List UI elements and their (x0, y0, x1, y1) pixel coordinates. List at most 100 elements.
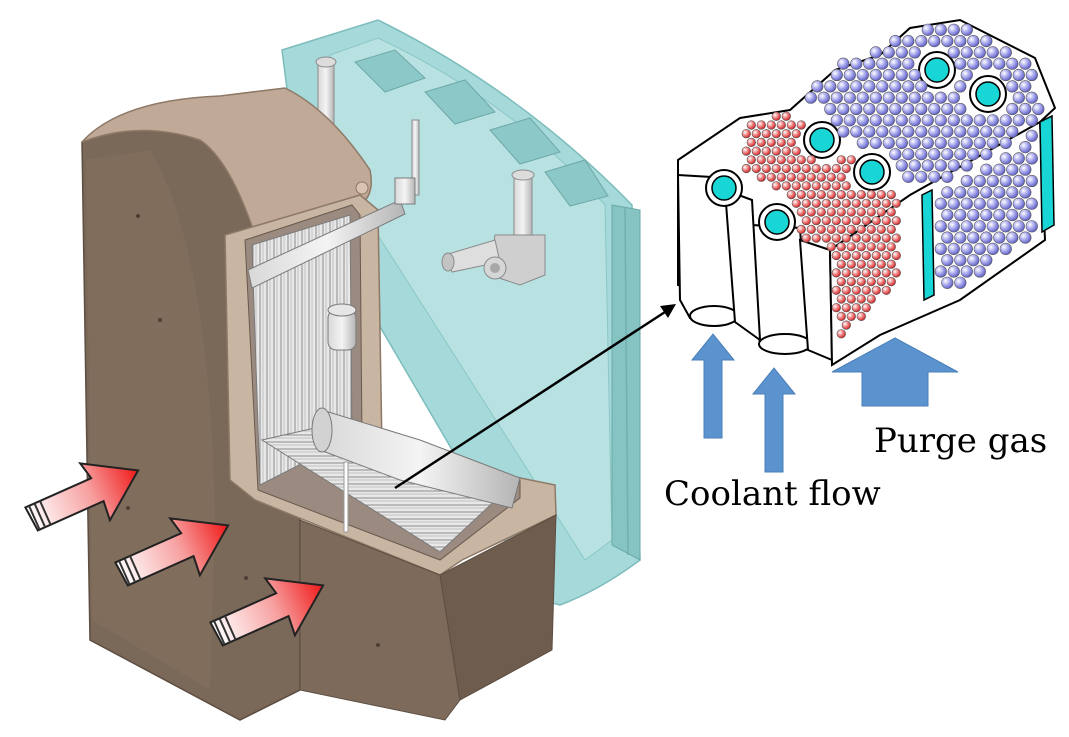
pebble (889, 148, 902, 161)
pebble (941, 186, 954, 199)
pebble (954, 254, 967, 267)
pebble (771, 146, 781, 156)
pebble (941, 34, 954, 48)
pebble (837, 80, 850, 93)
pebble (836, 172, 846, 182)
pebble (934, 242, 947, 255)
pebble (960, 220, 973, 233)
pebble (934, 136, 947, 149)
pebble (902, 34, 915, 48)
pebble (886, 259, 896, 269)
pebble (866, 294, 876, 304)
pebble (836, 207, 846, 217)
pebble (821, 181, 831, 191)
pebble (980, 57, 993, 70)
pebble (954, 231, 967, 244)
pebble (891, 233, 901, 243)
pebble (863, 57, 876, 70)
pebble (1012, 197, 1025, 210)
pebble (973, 197, 986, 210)
pebble (831, 268, 841, 278)
pebble (954, 276, 967, 289)
pebble (831, 216, 841, 226)
pebble (811, 233, 821, 243)
pebble (836, 329, 846, 339)
pebble (973, 114, 986, 127)
callout-arrow (394, 304, 676, 490)
pebble (941, 254, 954, 267)
pebble (980, 125, 993, 138)
pebble (781, 129, 791, 139)
pebble (861, 268, 871, 278)
pebble (831, 250, 841, 261)
pebble (881, 268, 891, 278)
pebble (826, 242, 836, 252)
pebble (947, 220, 960, 233)
pebble (1006, 102, 1019, 116)
pebble (908, 159, 921, 172)
pebble (826, 190, 836, 200)
pebble (954, 208, 967, 222)
pebble (861, 250, 871, 261)
pebble (863, 80, 876, 93)
pebble (801, 233, 811, 243)
pebble (846, 242, 856, 252)
pebble (895, 91, 908, 104)
pebble (889, 102, 902, 116)
pebble (846, 259, 856, 269)
pebble (960, 114, 973, 127)
pebble (934, 220, 947, 233)
pebble (889, 125, 902, 138)
pebble (980, 231, 993, 244)
pebble (761, 163, 771, 174)
pebble (826, 207, 836, 217)
pebble (980, 208, 993, 222)
pebble (816, 224, 826, 234)
cooling-tube-bundle (247, 177, 521, 553)
pebble (831, 181, 841, 191)
pebble (947, 46, 960, 59)
pebble (915, 148, 928, 161)
pebble (796, 190, 806, 200)
pebble (836, 190, 846, 200)
pebble (841, 320, 851, 330)
pebble (856, 190, 866, 200)
pebble (851, 285, 861, 295)
pebble (869, 91, 882, 104)
pebble (1006, 186, 1019, 199)
pebble (980, 254, 993, 267)
coolant-channels (705, 51, 1007, 241)
pebble (1006, 80, 1019, 93)
pebble (1032, 102, 1045, 116)
pebble (921, 23, 934, 36)
pebble (851, 198, 861, 208)
pebble (776, 155, 786, 165)
pebble (850, 102, 863, 116)
pebble (973, 265, 986, 278)
pebble (871, 198, 881, 208)
pebble (851, 303, 861, 313)
pebble (781, 163, 791, 174)
pebble (836, 155, 846, 165)
pebble (861, 303, 871, 313)
pebble (836, 259, 846, 269)
pebble (967, 208, 980, 222)
pebble (869, 136, 882, 149)
pebble (947, 114, 960, 127)
pebble (856, 259, 866, 269)
pebble (928, 170, 941, 183)
pebble (941, 276, 954, 289)
pebble (1012, 114, 1025, 127)
pebble (816, 190, 826, 200)
pebble (908, 46, 921, 59)
pebble (941, 148, 954, 161)
pebble (960, 242, 973, 255)
pebble (843, 68, 856, 82)
pebble (756, 137, 766, 147)
multiplier-pebbles (804, 23, 1045, 289)
pebble (796, 120, 806, 130)
pebble (947, 23, 960, 36)
pebble (882, 114, 895, 127)
pebble (895, 68, 908, 82)
pebble (980, 186, 993, 199)
